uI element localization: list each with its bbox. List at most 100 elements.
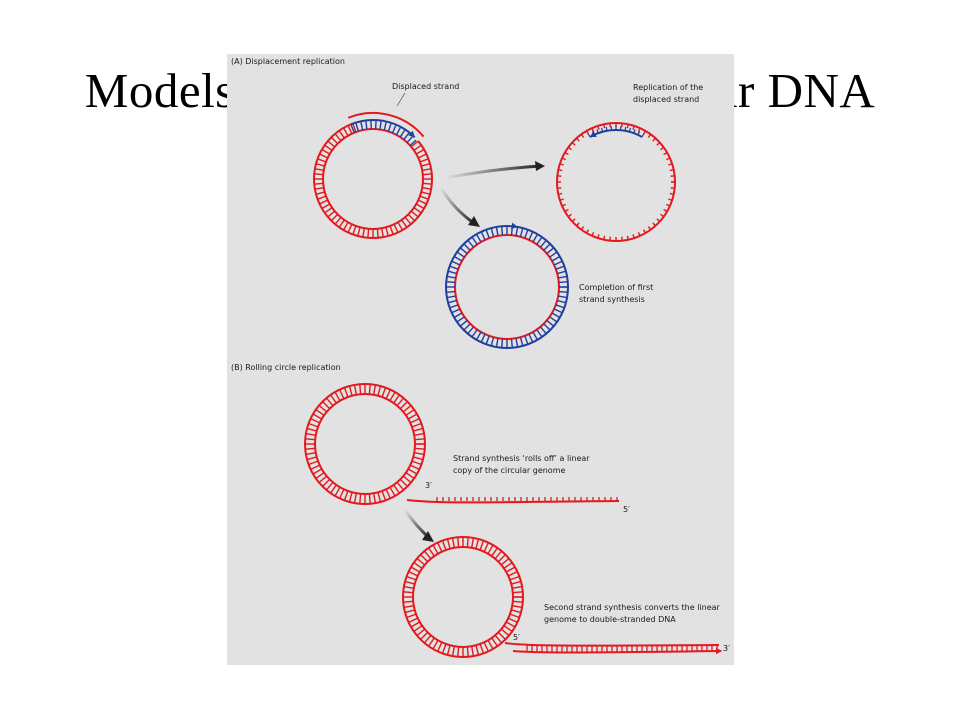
strand-tick: [665, 203, 671, 207]
base-pair-rung: [503, 625, 513, 632]
displaced-strand-leader-line: [396, 92, 406, 107]
strand-tick: [591, 231, 595, 237]
base-pair-rung: [305, 438, 316, 441]
base-pair-rung: [413, 207, 422, 214]
base-pair-rung: [475, 538, 480, 549]
base-pair-rung: [377, 385, 382, 396]
strand-tick: [580, 133, 585, 138]
strand-tick: [637, 127, 641, 133]
base-pair-rung: [413, 144, 422, 151]
base-pair-rung: [459, 247, 468, 255]
base-pair-rung: [397, 221, 404, 231]
base-pair-rung: [491, 637, 498, 647]
base-pair-rung: [457, 537, 460, 548]
base-pair-rung: [483, 542, 489, 552]
base-pair-rung: [318, 475, 328, 484]
base-pair-rung: [446, 290, 456, 294]
base-pair-rung: [451, 646, 456, 657]
arrow-to-displaced-replication: [444, 161, 545, 180]
displaced-strand-replication-circle: [556, 122, 676, 242]
strand-tick: [591, 127, 595, 133]
completion-label-1: Completion of first: [579, 283, 653, 292]
strand-tick: [637, 231, 641, 237]
base-pair-rung: [515, 226, 519, 236]
strand-tick: [656, 218, 661, 222]
base-pair-rung: [494, 550, 503, 560]
base-pair-rung: [372, 384, 377, 395]
base-pair-rung: [348, 492, 353, 503]
base-pair-rung: [422, 186, 432, 190]
strand-tick: [559, 198, 564, 201]
inner-strand: [412, 546, 514, 648]
base-pair-rung: [549, 316, 558, 323]
base-pair-rung: [367, 228, 370, 238]
base-pair-rung: [511, 580, 522, 585]
new-strand-rung: [395, 127, 401, 136]
base-pair-rung: [421, 163, 431, 167]
inner-strand: [314, 393, 416, 495]
base-pair-rung: [475, 233, 482, 243]
base-pair-rung: [339, 389, 345, 399]
base-pair-rung: [558, 290, 568, 294]
strand-tick: [626, 124, 629, 129]
second-strand-label-2: genome to double-stranded DNA: [544, 615, 676, 624]
base-pair-rung: [330, 394, 337, 404]
base-pair-rung: [399, 401, 408, 410]
base-pair-rung: [528, 231, 534, 241]
base-pair-rung: [480, 333, 486, 343]
arrow-to-completion: [439, 187, 480, 227]
base-pair-rung: [352, 225, 357, 235]
linear-bottom-strand: [512, 650, 722, 654]
base-pair-rung: [318, 404, 328, 413]
base-pair-rung: [555, 265, 565, 270]
base-pair-rung: [471, 329, 478, 338]
base-pair-rung: [451, 260, 461, 266]
base-pair-rung: [406, 613, 417, 619]
base-pair-rung: [376, 228, 379, 238]
base-pair-rung: [512, 585, 523, 590]
base-pair-rung: [432, 544, 439, 555]
base-pair-rung: [403, 591, 414, 594]
new-strand-rung: [399, 129, 406, 138]
new-strand-rung: [391, 125, 397, 134]
strand-tick: [561, 203, 567, 207]
base-pair-rung: [416, 557, 426, 566]
base-pair-rung: [451, 308, 461, 314]
base-pair-rung: [414, 432, 425, 437]
base-pair-rung: [368, 493, 371, 504]
strand-tick: [567, 146, 572, 151]
new-strand-rung: [387, 123, 392, 132]
base-pair-rung: [494, 634, 503, 644]
base-pair-rung: [324, 144, 333, 151]
three-prime-end-a: 3′: [425, 481, 432, 490]
base-pair-rung: [343, 490, 349, 501]
complementary-rung: [600, 127, 604, 132]
strand-tick: [558, 169, 563, 172]
second-strand-label-1: Second strand synthesis converts the lin…: [544, 603, 721, 612]
strand-tick: [663, 208, 668, 213]
base-pair-rung: [305, 451, 316, 456]
base-pair-rung: [315, 409, 325, 416]
base-pair-rung: [314, 182, 324, 185]
base-pair-rung: [407, 213, 416, 222]
completion-label-2: strand synthesis: [579, 295, 645, 304]
base-pair-rung: [512, 604, 523, 609]
base-pair-rung: [415, 203, 425, 210]
base-pair-rung: [420, 554, 429, 563]
base-pair-rung: [321, 148, 331, 155]
base-pair-rung: [408, 617, 418, 623]
displaced-strand-label: Displaced strand: [392, 82, 459, 91]
base-pair-rung: [480, 231, 486, 241]
rolling-circle-second: [402, 536, 524, 658]
base-pair-rung: [485, 335, 490, 345]
strand-tick: [665, 157, 671, 161]
base-pair-rung: [330, 136, 339, 145]
strand-tick: [585, 229, 590, 234]
base-pair-rung: [500, 557, 510, 566]
base-pair-rung: [314, 168, 324, 172]
base-pair-rung: [305, 432, 316, 437]
base-pair-rung: [342, 221, 349, 231]
base-pair-rung: [500, 338, 504, 348]
base-pair-rung: [421, 191, 431, 195]
base-pair-rung: [404, 216, 412, 225]
